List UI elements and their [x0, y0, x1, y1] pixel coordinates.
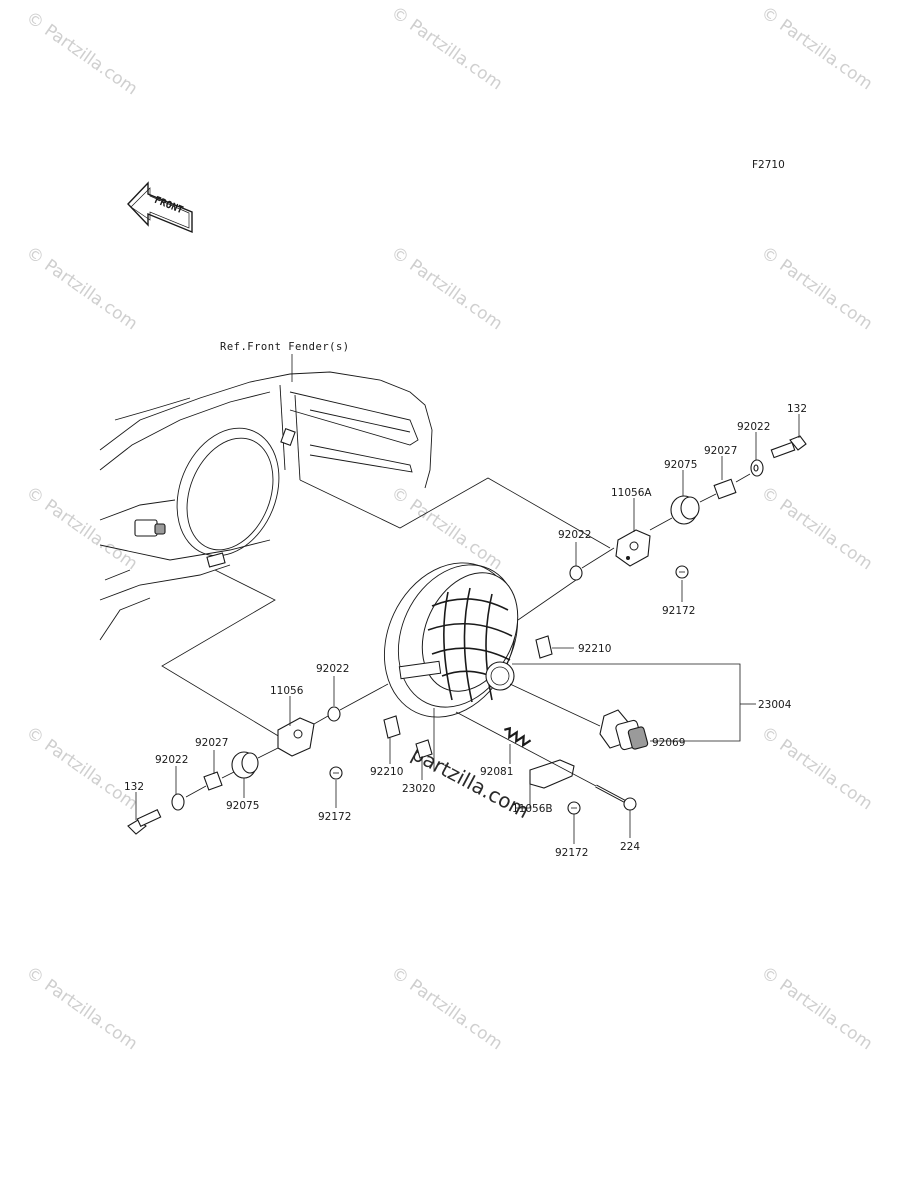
bracket-11056B	[529, 759, 575, 789]
leader-line	[649, 517, 673, 531]
watermark: © Partzilla.com	[22, 723, 141, 815]
bulb-92069	[599, 709, 649, 751]
part-number: 92172	[555, 847, 588, 859]
watermark: © Partzilla.com	[387, 3, 506, 95]
part-number: 92075	[664, 459, 697, 471]
watermark: © Partzilla.com	[757, 3, 876, 95]
part-number: 23020	[402, 783, 435, 795]
washer-hole	[753, 464, 759, 472]
watermark: © Partzilla.com	[757, 723, 876, 815]
bolt-132-left	[127, 808, 162, 835]
part-number: 132	[787, 403, 807, 415]
part-number: 23004	[758, 699, 792, 711]
washer-92022-right-mid	[569, 565, 583, 581]
front-fender-shape	[99, 371, 433, 641]
diagram-code: F2710	[752, 159, 785, 171]
screw-224	[595, 784, 637, 811]
part-number: 11056B	[512, 803, 553, 815]
leader-line	[299, 477, 611, 549]
leader-line	[221, 771, 235, 779]
watermark: © Partzilla.com	[757, 963, 876, 1055]
part-number: 92027	[195, 737, 228, 749]
leader-line	[581, 547, 615, 569]
watermark: © Partzilla.com	[22, 8, 141, 100]
part-number: 92081	[480, 766, 513, 778]
leader-line	[161, 569, 286, 741]
washer-92022-left-low	[171, 793, 185, 811]
leader-line	[509, 683, 601, 727]
watermark: © Partzilla.com	[757, 243, 876, 335]
part-number: 92210	[370, 766, 403, 778]
watermark: © Partzilla.com	[22, 963, 141, 1055]
part-number: 132	[124, 781, 144, 793]
screw-92172-left	[329, 766, 343, 780]
part-number: 224	[620, 841, 640, 853]
leader-line	[735, 473, 751, 483]
part-number: 92027	[704, 445, 737, 457]
grommet-92075-left	[231, 751, 259, 779]
screw-92172-bottom	[567, 801, 581, 815]
bracket-11056	[277, 717, 315, 757]
part-number: 92172	[318, 811, 351, 823]
leader-line	[517, 579, 577, 621]
part-number: 92172	[662, 605, 695, 617]
clip-92210-left	[383, 715, 401, 739]
part-number: 92022	[155, 754, 188, 766]
watermark: © Partzilla.com	[387, 963, 506, 1055]
watermark: © Partzilla.com	[22, 483, 141, 575]
washer-92022-left	[327, 706, 341, 722]
part-number: 92022	[737, 421, 770, 433]
leader-line	[185, 785, 207, 798]
part-number: 92075	[226, 800, 259, 812]
screw-92172-right	[675, 565, 689, 579]
grommet-92075-right	[670, 495, 700, 525]
part-number: 92022	[558, 529, 591, 541]
spring-92081	[504, 726, 532, 748]
bracket-11056A	[615, 529, 651, 567]
headlight-unit	[383, 562, 519, 718]
watermark: © Partzilla.com	[387, 243, 506, 335]
clip-92210-right	[535, 635, 553, 659]
part-labels: 132 92022 92027 92075 11056A 92022 92172…	[124, 403, 807, 859]
part-number: 92022	[316, 663, 349, 675]
ref-label: Ref.Front Fender(s)	[220, 341, 350, 353]
leader-line	[339, 683, 389, 711]
part-number: 11056	[270, 685, 304, 697]
collar-92027-left	[203, 771, 223, 791]
leader-lines	[135, 414, 800, 844]
collar-92027-right	[713, 478, 737, 500]
bolt-132-right	[770, 435, 807, 459]
watermark: © Partzilla.com	[22, 243, 141, 335]
adjuster-23020	[415, 739, 433, 759]
leader-line	[699, 493, 717, 503]
leader-line	[313, 715, 329, 725]
front-arrow-icon: FRONT	[127, 181, 193, 234]
part-number: 92069	[652, 737, 685, 749]
leader-line	[257, 747, 279, 759]
watermark: © Partzilla.com	[387, 483, 506, 575]
part-number: 11056A	[611, 487, 652, 499]
watermark: © Partzilla.com	[757, 483, 876, 575]
leader-line	[455, 711, 597, 787]
part-number: 92210	[578, 643, 611, 655]
